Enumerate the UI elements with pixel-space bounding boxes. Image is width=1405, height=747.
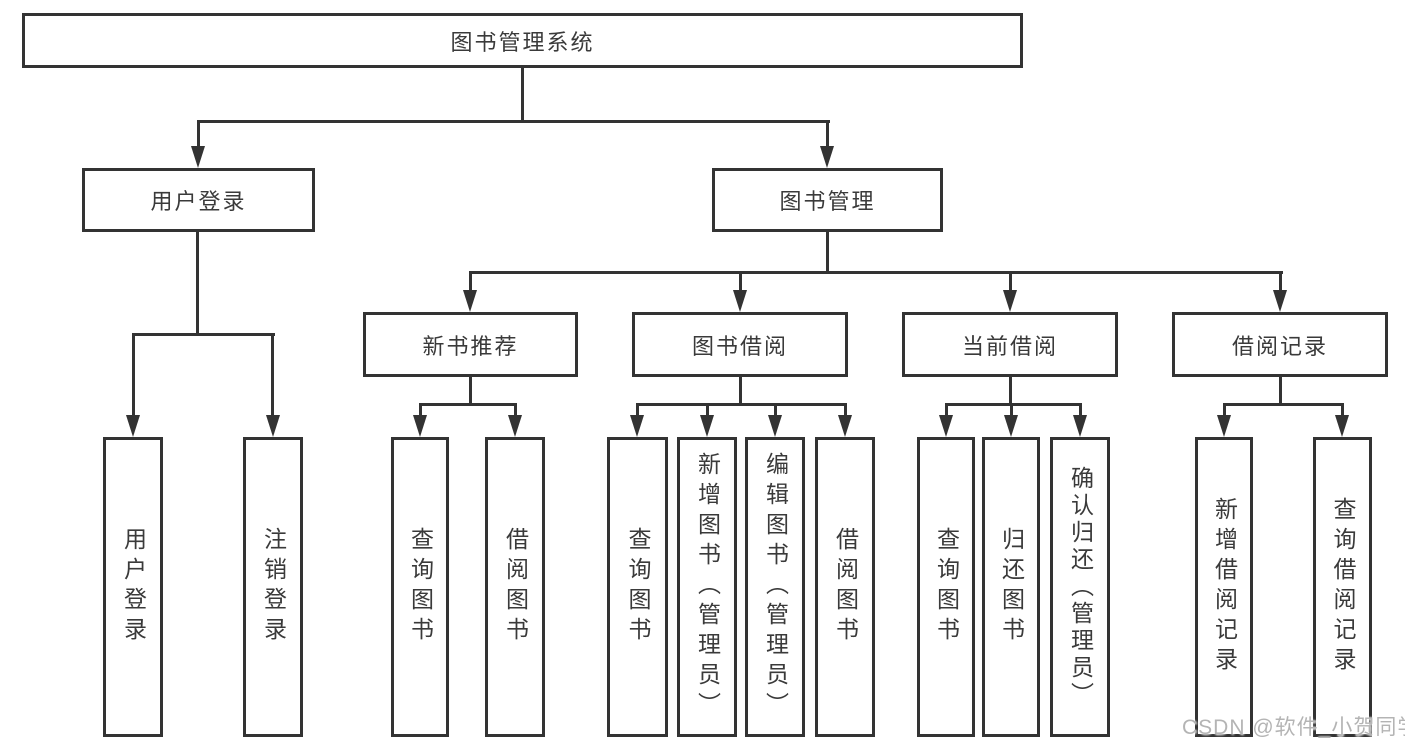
connector-drop-new-book bbox=[469, 271, 472, 292]
leaf-nb-borrow-book: 借阅图书 bbox=[485, 437, 545, 737]
leaf-user-login-label: 用户登录 bbox=[120, 527, 147, 647]
connector-drop-bb-borrow bbox=[844, 403, 847, 417]
leaf-cb-query-book: 查询图书 bbox=[917, 437, 975, 737]
leaf-bb-add-book: 新增图书（管理员） bbox=[677, 437, 737, 737]
connector-cb-trunk bbox=[1009, 377, 1012, 406]
connector-drop-nb-borrow bbox=[514, 403, 517, 417]
node-book-management-label: 图书管理 bbox=[779, 189, 876, 214]
connector-br-horizontal bbox=[1223, 403, 1344, 406]
leaf-logout: 注销登录 bbox=[243, 437, 303, 737]
csdn-watermark: CSDN @软件_小贺同学 bbox=[1182, 716, 1405, 739]
leaf-logout-label: 注销登录 bbox=[260, 527, 287, 647]
connector-drop-current-borrow bbox=[1009, 271, 1012, 292]
connector-drop-bb-query bbox=[636, 403, 639, 417]
node-user-login-label: 用户登录 bbox=[150, 189, 247, 214]
leaf-br-add-record: 新增借阅记录 bbox=[1195, 437, 1253, 737]
connector-br-trunk bbox=[1279, 377, 1282, 406]
connector-level3-horizontal bbox=[469, 271, 1283, 274]
leaf-cb-confirm-return-label: 确认归还（管理员） bbox=[1067, 465, 1094, 709]
leaf-user-login: 用户登录 bbox=[103, 437, 163, 737]
leaf-br-query-record-label: 查询借阅记录 bbox=[1330, 497, 1356, 677]
node-book-borrow: 图书借阅 bbox=[632, 312, 848, 377]
arrowhead-leaf-logout bbox=[266, 415, 280, 437]
arrowhead-br-add bbox=[1217, 415, 1231, 437]
connector-drop-br-add bbox=[1223, 403, 1226, 417]
leaf-bb-borrow-book: 借阅图书 bbox=[815, 437, 875, 737]
leaf-bb-edit-book: 编辑图书（管理员） bbox=[745, 437, 805, 737]
node-root: 图书管理系统 bbox=[22, 13, 1023, 68]
arrowhead-bb-borrow bbox=[838, 415, 852, 437]
connector-level1-horizontal bbox=[197, 120, 830, 123]
node-current-borrow: 当前借阅 bbox=[902, 312, 1118, 377]
connector-bb-horizontal bbox=[636, 403, 847, 406]
connector-drop-borrow-records bbox=[1279, 271, 1282, 292]
arrowhead-new-book bbox=[463, 290, 477, 312]
arrowhead-cb-return bbox=[1004, 415, 1018, 437]
connector-drop-book-borrow bbox=[739, 271, 742, 292]
connector-drop-br-query bbox=[1341, 403, 1344, 417]
connector-cb-horizontal bbox=[945, 403, 1082, 406]
connector-drop-book-mgmt bbox=[826, 120, 829, 148]
arrowhead-nb-borrow bbox=[508, 415, 522, 437]
node-borrow-records: 借阅记录 bbox=[1172, 312, 1388, 377]
connector-drop-nb-query bbox=[419, 403, 422, 417]
node-current-borrow-label: 当前借阅 bbox=[961, 333, 1058, 359]
connector-user-horizontal bbox=[132, 333, 275, 336]
node-new-book-recommend: 新书推荐 bbox=[363, 312, 578, 377]
node-borrow-records-label: 借阅记录 bbox=[1231, 333, 1328, 359]
connector-drop-cb-confirm bbox=[1079, 403, 1082, 417]
leaf-cb-return-book: 归还图书 bbox=[982, 437, 1040, 737]
leaf-cb-return-book-label: 归还图书 bbox=[998, 527, 1025, 647]
arrowhead-bb-edit bbox=[768, 415, 782, 437]
arrowhead-borrow-records bbox=[1273, 290, 1287, 312]
connector-drop-leaf-user-login bbox=[132, 333, 135, 417]
connector-drop-cb-query bbox=[945, 403, 948, 417]
leaf-bb-edit-book-label: 编辑图书（管理员） bbox=[762, 452, 789, 722]
arrowhead-bb-query bbox=[630, 415, 644, 437]
arrowhead-cb-confirm bbox=[1073, 415, 1087, 437]
leaf-nb-borrow-book-label: 借阅图书 bbox=[502, 527, 529, 647]
arrowhead-user-login bbox=[191, 146, 205, 168]
connector-drop-bb-add bbox=[706, 403, 709, 417]
connector-bb-trunk bbox=[739, 377, 742, 406]
leaf-br-add-record-label: 新增借阅记录 bbox=[1211, 497, 1238, 677]
leaf-bb-query-book-label: 查询图书 bbox=[625, 527, 651, 647]
connector-drop-leaf-logout bbox=[271, 333, 274, 417]
connector-mgmt-trunk bbox=[826, 232, 829, 274]
connector-root-trunk bbox=[521, 66, 524, 122]
connector-drop-user-login bbox=[197, 120, 200, 148]
leaf-cb-confirm-return: 确认归还（管理员） bbox=[1050, 437, 1110, 737]
leaf-bb-borrow-book-label: 借阅图书 bbox=[832, 527, 859, 647]
connector-drop-bb-edit bbox=[774, 403, 777, 417]
arrowhead-book-borrow bbox=[733, 290, 747, 312]
leaf-bb-add-book-label: 新增图书（管理员） bbox=[694, 452, 721, 722]
leaf-cb-query-book-label: 查询图书 bbox=[933, 527, 960, 647]
arrowhead-leaf-user-login bbox=[126, 415, 140, 437]
arrowhead-current-borrow bbox=[1003, 290, 1017, 312]
leaf-nb-query-book: 查询图书 bbox=[391, 437, 449, 737]
arrowhead-bb-add bbox=[700, 415, 714, 437]
connector-nb-trunk bbox=[469, 377, 472, 406]
node-new-book-recommend-label: 新书推荐 bbox=[422, 333, 519, 359]
leaf-br-query-record: 查询借阅记录 bbox=[1313, 437, 1372, 737]
connector-nb-horizontal bbox=[419, 403, 517, 406]
arrowhead-cb-query bbox=[939, 415, 953, 437]
connector-drop-cb-return bbox=[1010, 403, 1013, 417]
arrowhead-book-mgmt bbox=[820, 146, 834, 168]
node-user-login: 用户登录 bbox=[82, 168, 315, 232]
node-root-label: 图书管理系统 bbox=[450, 29, 595, 55]
node-book-management: 图书管理 bbox=[712, 168, 943, 232]
leaf-bb-query-book: 查询图书 bbox=[607, 437, 668, 737]
node-book-borrow-label: 图书借阅 bbox=[691, 333, 788, 359]
arrowhead-br-query bbox=[1335, 415, 1349, 437]
arrowhead-nb-query bbox=[413, 415, 427, 437]
connector-user-trunk bbox=[196, 232, 199, 336]
leaf-nb-query-book-label: 查询图书 bbox=[407, 527, 434, 647]
